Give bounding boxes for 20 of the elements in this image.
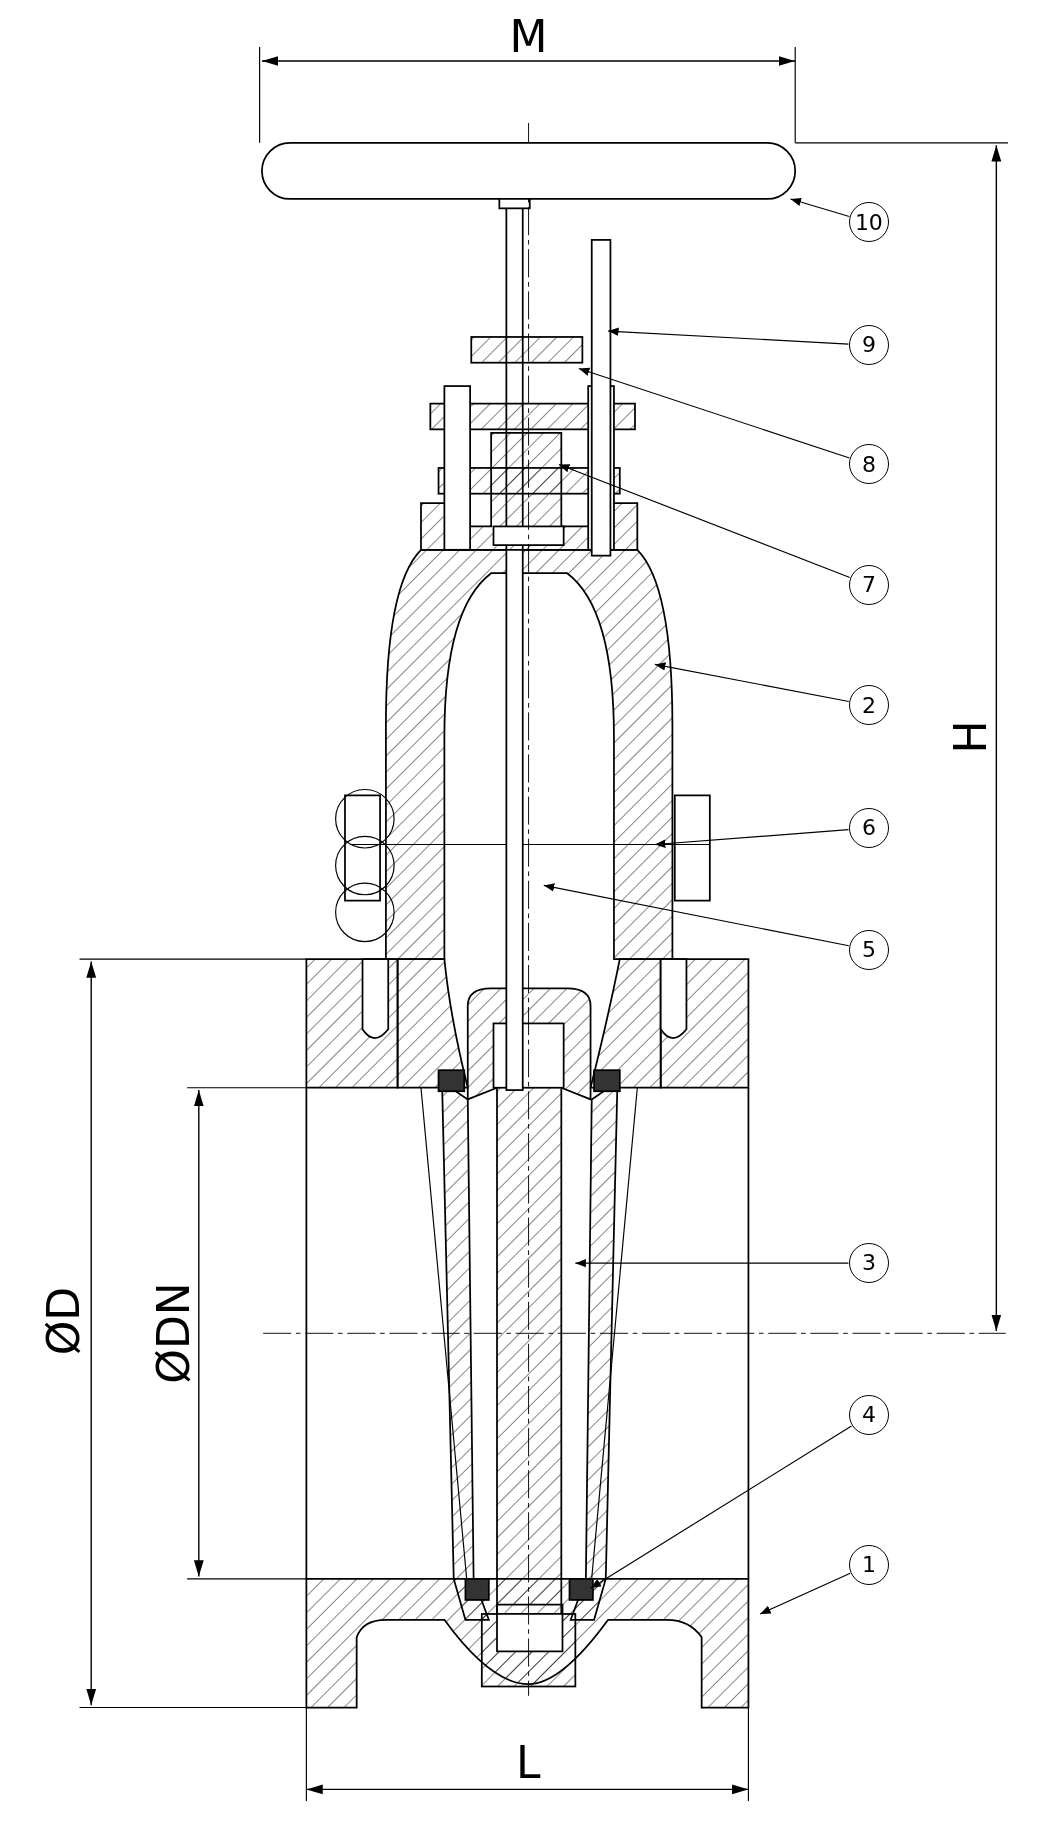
leader-line <box>589 1425 853 1589</box>
callout-number: 1 <box>848 1544 889 1585</box>
leader-line <box>654 829 850 848</box>
leader-line <box>558 463 851 579</box>
leader-line <box>543 883 850 947</box>
leader-line <box>759 1572 851 1615</box>
callout-number: 9 <box>848 324 889 365</box>
callout-number: 7 <box>848 564 889 605</box>
callout-number: 4 <box>848 1395 889 1435</box>
leader-line <box>789 197 850 218</box>
callout-number: 3 <box>848 1242 889 1283</box>
leader-line <box>574 1258 849 1268</box>
callout-number: 10 <box>848 202 889 243</box>
callout-number: 2 <box>848 685 889 726</box>
callout-number: 8 <box>848 444 889 485</box>
callout-number: 5 <box>848 929 889 970</box>
leader-line <box>607 327 850 345</box>
callout-number: 6 <box>848 807 889 848</box>
leader-line <box>654 662 850 703</box>
leader-line <box>578 367 851 459</box>
